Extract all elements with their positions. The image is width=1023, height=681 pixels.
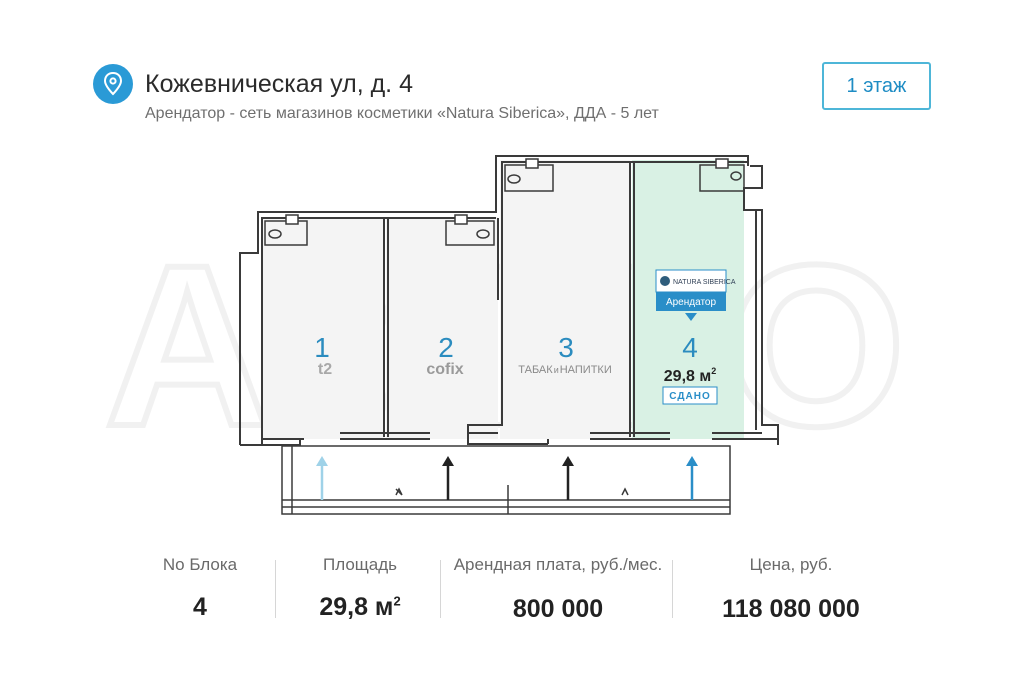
- stat-area: Площадь 29,8 м2: [296, 555, 424, 622]
- cofix-logo: cofix: [426, 361, 463, 378]
- divider: [275, 560, 276, 618]
- natura-siberica-brand: NATURA SIBERICA: [673, 279, 736, 286]
- status-badge: СДАНО: [669, 391, 710, 402]
- tenant-description: Арендатор - сеть магазинов косметики «Na…: [145, 105, 659, 122]
- stat-value: 4: [193, 593, 207, 621]
- stat-label: No Блока: [162, 555, 238, 574]
- stat-value: 29,8 м2: [319, 593, 401, 621]
- badge-pointer-icon: [685, 313, 697, 321]
- location-pin-icon: [93, 64, 133, 104]
- stat-block-number: No Блока 4: [150, 555, 250, 622]
- unit-4-area: 29,8 м2: [664, 366, 716, 385]
- unit-3-number[interactable]: 3: [558, 332, 574, 363]
- floor-plan: AVITO: [101, 155, 909, 515]
- divider: [440, 560, 441, 618]
- stat-label: Цена, руб.: [749, 555, 833, 574]
- terrace: [281, 445, 731, 515]
- unit-2-number[interactable]: 2: [438, 332, 454, 363]
- walls: [239, 155, 779, 446]
- tabak-napitki-logo: ТАБАКиНАПИТКИ: [518, 364, 611, 376]
- unit-4-number[interactable]: 4: [682, 332, 698, 363]
- stat-rent: Арендная плата, руб./мес. 800 000: [448, 555, 668, 624]
- divider: [672, 560, 673, 618]
- stat-price: Цена, руб. 118 080 000: [700, 555, 882, 624]
- page-title: Кожевническая ул, д. 4: [145, 70, 413, 98]
- tenant-badge: NATURA SIBERICA Арендатор: [655, 269, 736, 321]
- entrance-arrows: [316, 456, 698, 500]
- natura-siberica-logo-icon: [660, 276, 670, 286]
- unit-1-number[interactable]: 1: [314, 332, 330, 363]
- stat-value: 118 080 000: [722, 595, 860, 623]
- stat-label: Арендная плата, руб./мес.: [453, 555, 663, 574]
- t2-logo: t2: [318, 361, 332, 378]
- bathrooms: [264, 158, 745, 246]
- tenant-label: Арендатор: [666, 297, 717, 308]
- stat-value: 800 000: [512, 595, 604, 623]
- floor-button[interactable]: 1 этаж: [822, 62, 931, 110]
- stat-label: Площадь: [322, 555, 397, 574]
